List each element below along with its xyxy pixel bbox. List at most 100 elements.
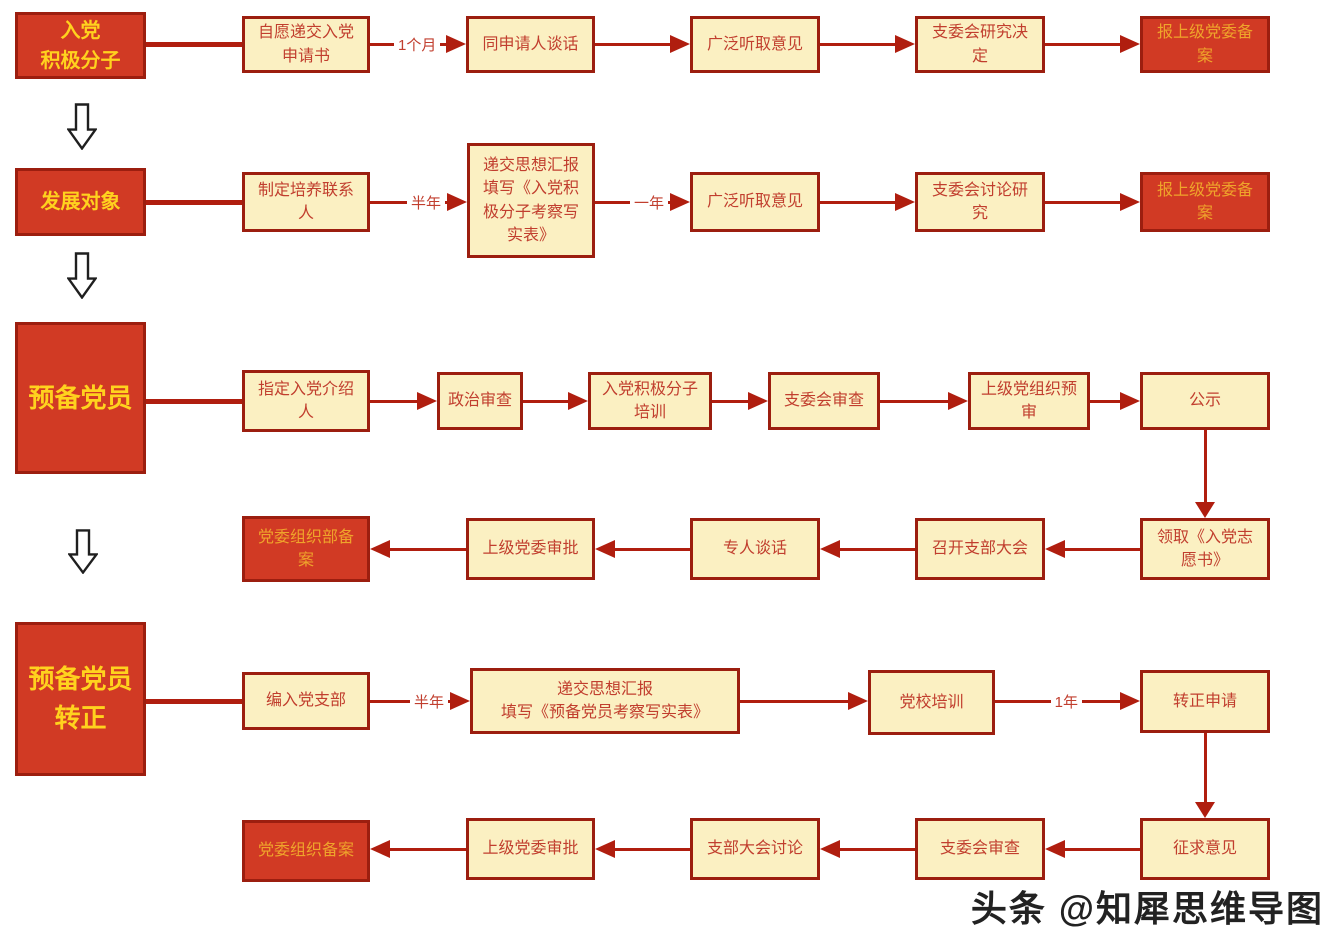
connector-c4 [820,34,915,54]
arrowhead-right-icon [1120,392,1140,410]
connector-line [370,699,410,703]
flow-node-listen-opinions-1: 广泛听取意见 [690,16,820,73]
watermark: 头条 @知犀思维导图 [970,888,1324,929]
flow-node-label: 党校培训 [899,693,964,711]
connector-line [1203,430,1207,505]
flow-node-label: 支委会审查 [783,392,864,410]
connector-line [840,547,915,551]
arrowhead-right-icon [417,392,437,410]
flow-node-label: 公示 [1188,392,1221,410]
flow-node-committee-review-2: 支委会审查 [915,818,1045,880]
flow-node-stage-probationary-member: 预备党员 [15,322,146,474]
flow-node-org-dept-filing: 党委组织部备 案 [242,516,370,582]
flow-node-committee-review-1: 支委会审查 [768,372,880,430]
flow-node-label: 征求意见 [1172,840,1237,858]
connector-line [146,199,242,205]
connector-line [1082,699,1120,703]
flow-node-report-to-party-committee-2: 报上级党委备 案 [1140,172,1270,232]
flow-node-label: 专人谈话 [722,540,787,558]
connector-line [390,847,466,851]
connector-c28 [370,839,466,859]
flow-node-higher-org-preliminary-review: 上级党组织预 审 [968,372,1090,430]
arrowhead-right-icon [670,35,690,53]
connector-label: 一年 [633,194,664,212]
connector-line [615,547,690,551]
hollow-down-arrow-icon [66,103,98,151]
flow-node-org-filing: 党委组织备案 [242,820,370,882]
connector-c22: 半年 [370,691,470,711]
arrowhead-left-icon [820,540,840,558]
connector-line [820,200,895,204]
connector-c23 [740,691,868,711]
connector-line [370,399,417,403]
flow-node-label: 预备党员 转正 [28,664,133,733]
flow-node-label: 党委组织部备 案 [257,528,354,569]
flow-node-political-review: 政治审查 [437,372,523,430]
connector-line [1203,733,1207,805]
connector-line [146,398,242,404]
flow-node-label: 自愿递交入党 申请书 [257,24,354,65]
arrowhead-left-icon [595,840,615,858]
flow-node-stage-development-target: 发展对象 [15,168,146,236]
flow-node-label: 指定入党介绍 人 [257,380,354,421]
arrowhead-right-icon [1120,692,1140,710]
connector-line [712,399,748,403]
flow-node-assign-introducers: 指定入党介绍 人 [242,370,370,432]
flow-node-label: 召开支部大会 [931,540,1028,558]
connector-c27 [595,839,690,859]
connector-line [995,699,1051,703]
connector-c13 [523,391,588,411]
flow-node-label: 递交思想汇报 填写《预备党员考察写实表》 [500,680,709,721]
flow-node-label: 制定培养联系 人 [257,181,354,222]
arrowhead-left-icon [1045,840,1065,858]
hollow-down-arrow-icon [67,529,99,575]
flow-node-committee-research-decision: 支委会研究决 定 [915,16,1045,73]
flow-node-submit-application: 自愿递交入党 申请书 [242,16,370,73]
arrowhead-left-icon [820,840,840,858]
connector-line [1065,547,1140,551]
connector-line [880,399,948,403]
flow-node-label: 支委会讨论研 究 [931,181,1028,222]
flow-node-label: 广泛听取意见 [706,35,803,53]
connector-label: 1个月 [398,36,437,54]
connector-line [390,547,466,551]
connector-c17 [1045,539,1140,559]
connector-line [1065,847,1140,851]
connector-v2 [1195,733,1215,818]
flow-node-submit-thought-reports-probationary: 递交思想汇报 填写《预备党员考察写实表》 [470,668,740,734]
connector-line [615,847,690,851]
arrowhead-right-icon [568,392,588,410]
connector-c20 [370,539,466,559]
connector-line [820,42,895,46]
flow-node-label: 同申请人谈话 [482,35,579,53]
connector-c12 [370,391,437,411]
hollow-down-arrow-icon [66,252,98,300]
arrowhead-right-icon [450,692,470,710]
flow-node-label: 转正申请 [1172,692,1237,710]
arrowhead-left-icon [370,540,390,558]
flow-node-submit-thought-reports-activist: 递交思想汇报 填写《入党积 极分子考察写 实表》 [467,143,595,258]
flow-node-committee-discussion-research: 支委会讨论研 究 [915,172,1045,232]
connector-c24: 1年 [995,691,1140,711]
connector-c21 [146,691,242,711]
connector-c9 [820,192,915,212]
connector-c10 [1045,192,1140,212]
arrowhead-right-icon [895,35,915,53]
flow-node-branch-meeting-discussion: 支部大会讨论 [690,818,820,880]
connector-line [448,699,450,703]
arrowhead-right-icon [447,193,467,211]
flow-node-higher-committee-approval-2: 上级党委审批 [466,818,595,880]
flow-node-label: 报上级党委备 案 [1156,181,1253,222]
flow-node-stage-activist: 入党 积极分子 [15,12,146,79]
connector-c11 [146,391,242,411]
flow-node-label: 入党 积极分子 [40,19,121,72]
flow-node-label: 广泛听取意见 [706,193,803,211]
connector-line [595,200,630,204]
flow-node-label: 上级党委审批 [482,840,579,858]
flow-node-stage-member-confirmation: 预备党员 转正 [15,622,146,776]
connector-line [1090,399,1120,403]
arrowhead-right-icon [670,193,690,211]
arrowhead-left-icon [595,540,615,558]
flow-node-label: 递交思想汇报 填写《入党积 极分子考察写 实表》 [482,157,579,244]
